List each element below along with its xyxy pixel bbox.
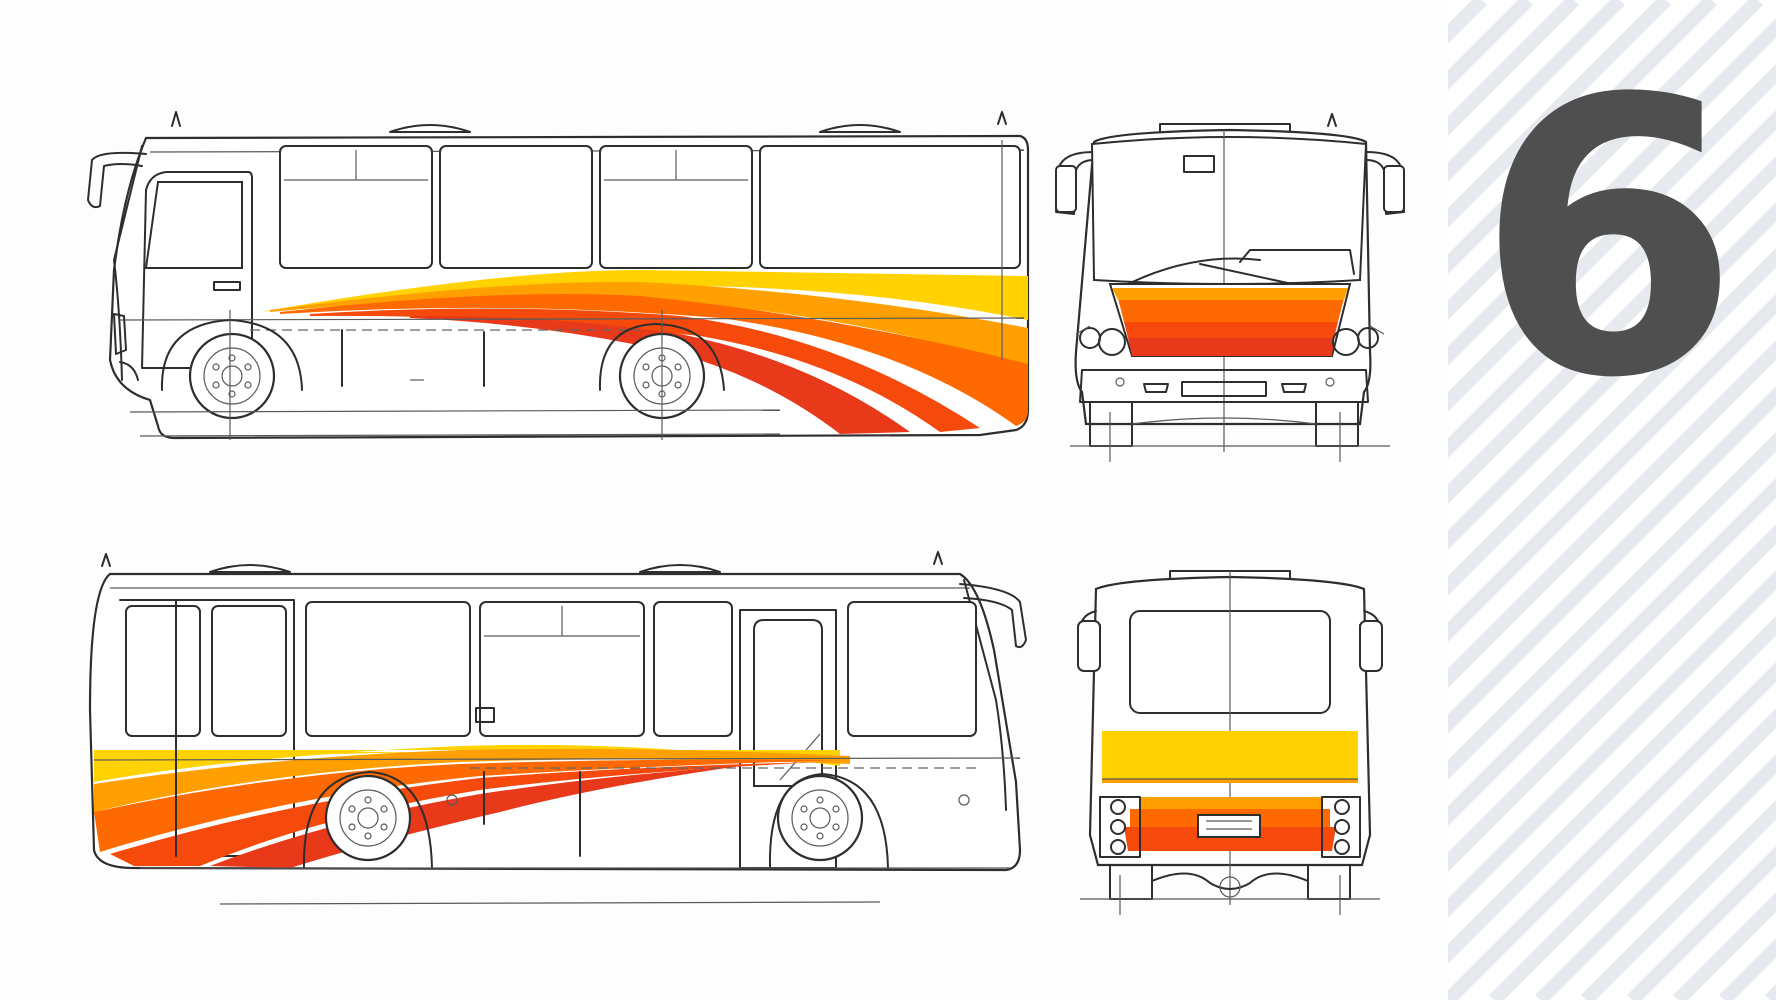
stripe bbox=[1535, 754, 1776, 1000]
stripe bbox=[1448, 110, 1776, 458]
stripe bbox=[1581, 800, 1776, 1000]
stripe bbox=[1448, 0, 1763, 320]
stripe bbox=[1448, 18, 1776, 366]
striped-panel bbox=[1448, 0, 1776, 1000]
stripe bbox=[1448, 570, 1776, 918]
stripe bbox=[1448, 0, 1671, 228]
stripe bbox=[1448, 432, 1776, 780]
stripe bbox=[1448, 662, 1776, 1000]
rear-view bbox=[1060, 565, 1400, 925]
front-view bbox=[1050, 112, 1410, 502]
stripe bbox=[1448, 64, 1776, 412]
stripe bbox=[1448, 202, 1776, 550]
stripe bbox=[1448, 478, 1776, 826]
stripe bbox=[1448, 386, 1776, 734]
stripe bbox=[1448, 294, 1776, 642]
stripe bbox=[1489, 708, 1776, 1000]
stripe bbox=[1448, 0, 1717, 274]
side-view-right bbox=[80, 550, 1040, 920]
stripe bbox=[1448, 248, 1776, 596]
bus-livery-drawing bbox=[80, 110, 1410, 925]
front-wheel bbox=[776, 774, 864, 862]
side-view-left bbox=[80, 110, 1040, 480]
stripe bbox=[1448, 524, 1776, 872]
front-wheel bbox=[188, 332, 276, 420]
rear-wheel bbox=[324, 774, 412, 862]
page-number: 6 bbox=[1475, 18, 1741, 461]
stripe bbox=[1448, 340, 1776, 688]
stripe bbox=[1448, 616, 1776, 964]
diagonal-stripes bbox=[1448, 0, 1776, 1000]
stripe bbox=[1448, 0, 1625, 182]
stripe bbox=[1448, 156, 1776, 504]
